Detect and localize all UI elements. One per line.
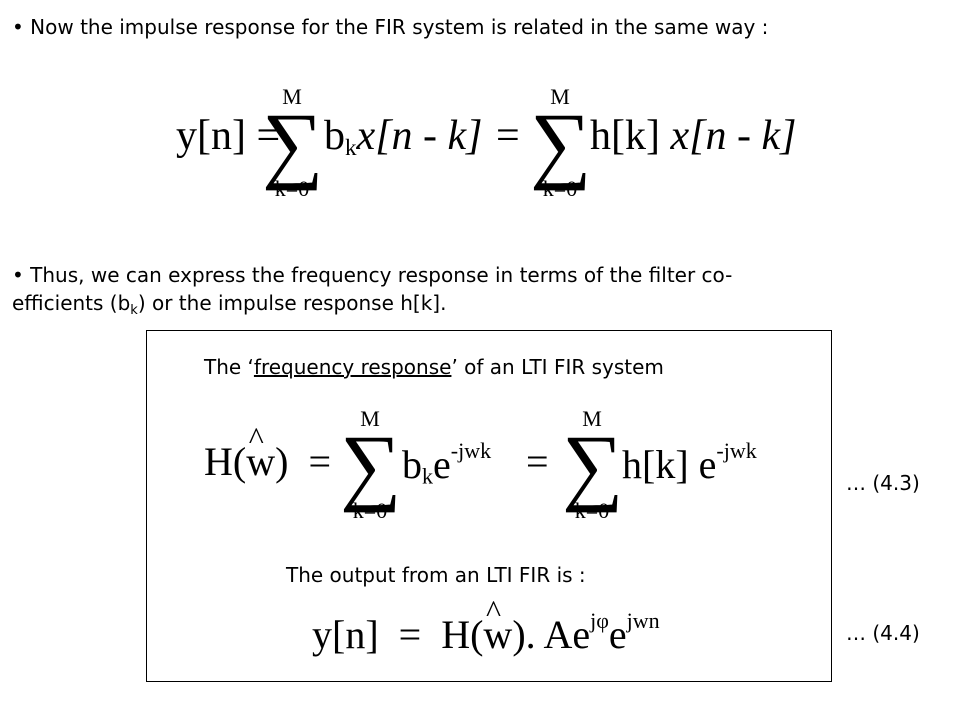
eq1-term-1: bkx[n - k] — [324, 113, 483, 160]
eq2-term-2: h[k] e-jwk — [622, 438, 757, 487]
eq3-body: y[n] = H(w). Aejφejwn — [312, 593, 660, 658]
bullet-2: • Thus, we can express the frequency res… — [12, 262, 732, 288]
eq2-term-1: bke-jwk — [402, 438, 492, 489]
equation-number-4-4: … (4.4) — [846, 621, 920, 645]
output-label: The output from an LTI FIR is : — [286, 563, 586, 587]
eq1-sum-2: M ∑ k=0 — [530, 84, 592, 201]
eq1-equals-2: = — [496, 113, 520, 159]
bullet-1-text: Now the impulse response for the FIR sys… — [30, 15, 769, 39]
box-title: The ‘frequency response’ of an LTI FIR s… — [204, 355, 664, 379]
eq2-sum-1: M ∑ k=0 — [340, 406, 402, 523]
eq2-sum-2: M ∑ k=0 — [562, 406, 624, 523]
bullet-2-line-2: efficients (bk) or the impulse response … — [12, 291, 447, 318]
equation-number-4-3: … (4.3) — [846, 471, 920, 495]
frequency-response-box — [146, 330, 832, 682]
eq1-term-2: h[k] x[n - k] — [590, 113, 797, 159]
eq1-lhs: y[n] = — [176, 113, 281, 159]
bullet-symbol: • — [12, 263, 24, 287]
eq1-sum-1: M ∑ k=0 — [262, 84, 324, 201]
bullet-2-line-1: Thus, we can express the frequency respo… — [30, 263, 733, 287]
eq2-lhs: H(w) = — [204, 420, 331, 485]
bullet-1: • Now the impulse response for the FIR s… — [12, 14, 768, 40]
bullet-symbol: • — [12, 15, 24, 39]
eq2-equals-2: = — [526, 439, 549, 484]
